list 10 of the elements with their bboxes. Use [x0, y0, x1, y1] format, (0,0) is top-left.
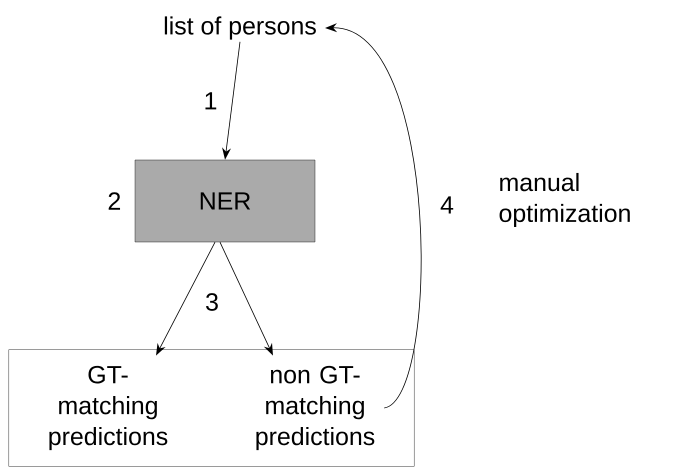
text-label: non GT- matching predictions [256, 366, 374, 450]
step-number: 2 [108, 192, 120, 210]
process-box: NER [134, 160, 316, 242]
edge-label: 1 [205, 92, 216, 110]
step-number: 3 [206, 293, 218, 311]
edge-label: 4 [440, 196, 454, 214]
group-box [8, 349, 414, 467]
text-label: GT- matching predictions [49, 366, 168, 450]
text-label: list of persons [164, 16, 316, 40]
text-label: manual optimization [500, 172, 630, 228]
